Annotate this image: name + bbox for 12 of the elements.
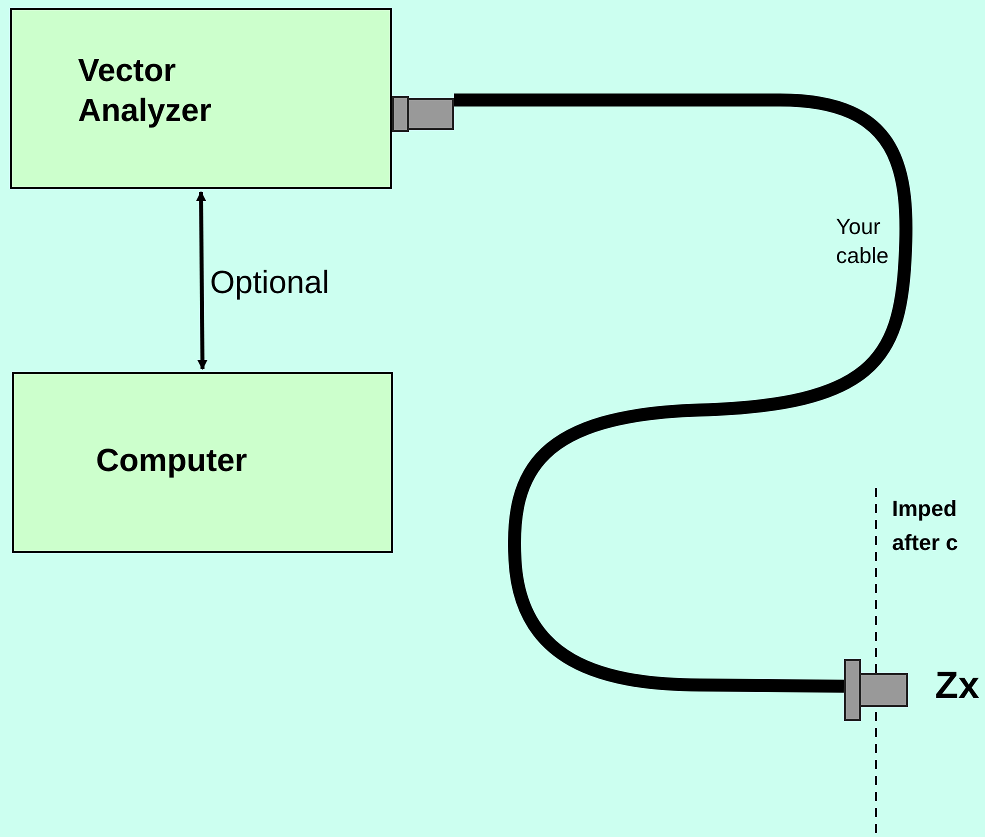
device-name: Vector Analyzer <box>78 51 212 130</box>
device-box <box>10 8 392 189</box>
edge-label: Optional <box>210 263 330 302</box>
note-text: Imped after c <box>892 495 960 557</box>
double-arrow <box>196 191 208 370</box>
cable-line <box>454 93 912 693</box>
device-name: Computer <box>96 441 248 480</box>
edge-label: Your cable <box>836 213 890 270</box>
cable-connector-icon <box>392 96 454 132</box>
impedance-label: Zx <box>935 664 980 708</box>
cable-connector-icon <box>844 659 908 721</box>
device-box <box>12 372 393 553</box>
